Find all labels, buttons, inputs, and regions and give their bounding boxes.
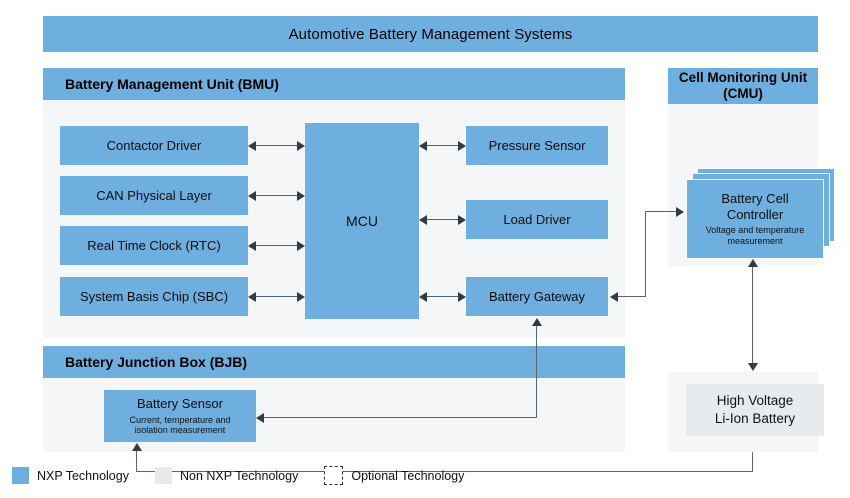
- block-mcu[interactable]: MCU: [305, 123, 419, 319]
- legend-solid-blue-swatch-icon: [12, 467, 29, 484]
- bjb-title-bar: Battery Junction Box (BJB): [43, 346, 625, 378]
- connector-can-mcu-arrow-left: [248, 190, 256, 201]
- connector-cmu-battery-arrow-up: [747, 259, 758, 267]
- connector-gateway-bcc-top-line: [645, 211, 678, 212]
- block-pressure-sensor-label: Pressure Sensor: [488, 137, 586, 153]
- block-load-driver[interactable]: Load Driver: [466, 200, 608, 239]
- legend-item-optional: Optional Technology: [324, 466, 464, 485]
- connector-sbc-mcu-line: [256, 296, 298, 297]
- block-system-basis-chip-label: System Basis Chip (SBC): [79, 288, 229, 304]
- legend-item-optional-label: Optional Technology: [351, 468, 465, 483]
- connector-mcu-gateway-arrow-left: [419, 291, 427, 302]
- legend-dashed-outline-swatch-icon: [324, 466, 344, 485]
- block-contactor-driver[interactable]: Contactor Driver: [60, 126, 248, 165]
- legend-item-non-nxp-label: Non NXP Technology: [179, 468, 299, 483]
- block-mcu-label: MCU: [346, 212, 378, 229]
- cmu-title-line2: (CMU): [723, 86, 763, 101]
- block-real-time-clock-label: Real Time Clock (RTC): [87, 237, 221, 253]
- connector-sensor-gateway-arrow-up: [531, 318, 542, 326]
- battery-sensor-sub-line2: isolation measurement: [134, 425, 226, 436]
- block-can-physical-layer-label: CAN Physical Layer: [96, 187, 212, 203]
- bjb-title: Battery Junction Box (BJB): [65, 354, 248, 370]
- battery-sensor-sub-line1: Current, temperature and: [129, 414, 231, 425]
- hv-battery-label-line1: High Voltage: [716, 392, 794, 408]
- connector-rtc-mcu-arrow-right: [297, 240, 305, 251]
- connector-sbc-mcu-arrow-right: [297, 291, 305, 302]
- block-battery-cell-controller[interactable]: Battery Cell Controller Voltage and temp…: [686, 179, 824, 259]
- diagram-title: Automotive Battery Management Systems: [288, 25, 573, 43]
- connector-mcu-pressure-arrow-right: [458, 140, 466, 151]
- connector-battery-sensor-vertical-left: [136, 450, 137, 472]
- connector-can-mcu-line: [256, 195, 298, 196]
- battery-cell-controller-sub-line1: Voltage and temperature: [705, 225, 805, 236]
- battery-cell-controller-sub-line2: measurement: [727, 236, 783, 247]
- diagram-title-bar: Automotive Battery Management Systems: [43, 16, 818, 52]
- connector-mcu-load-line: [427, 219, 459, 220]
- connector-sensor-gateway-arrow-left: [256, 412, 264, 423]
- connector-rtc-mcu-line: [256, 245, 298, 246]
- legend-item-nxp-label: NXP Technology: [37, 468, 129, 483]
- connector-mcu-load-arrow-right: [458, 214, 466, 225]
- battery-sensor-label: Battery Sensor: [137, 395, 223, 411]
- cmu-title-line1: Cell Monitoring Unit: [678, 70, 808, 86]
- connector-battery-sensor-vertical-right: [752, 452, 753, 472]
- block-battery-sensor[interactable]: Battery Sensor Current, temperature and …: [104, 390, 256, 442]
- block-load-driver-label: Load Driver: [503, 211, 571, 227]
- battery-cell-controller-label-line2: Controller: [726, 206, 784, 222]
- connector-battery-sensor-bottom-line: [136, 471, 753, 472]
- legend-item-nxp: NXP Technology: [12, 467, 129, 484]
- block-can-physical-layer[interactable]: CAN Physical Layer: [60, 176, 248, 215]
- connector-sensor-gateway-horizontal-line: [264, 417, 537, 418]
- battery-cell-controller-label-line1: Battery Cell: [721, 191, 789, 207]
- connector-battery-sensor-arrow-up: [131, 443, 142, 451]
- block-real-time-clock[interactable]: Real Time Clock (RTC): [60, 226, 248, 265]
- legend-item-non-nxp: Non NXP Technology: [154, 467, 299, 484]
- connector-mcu-gateway-line: [427, 296, 459, 297]
- cmu-title-bar: Cell Monitoring Unit (CMU): [668, 68, 818, 104]
- connector-rtc-mcu-arrow-left: [248, 240, 256, 251]
- cmu-title-text: Cell Monitoring Unit (CMU): [668, 70, 818, 102]
- connector-mcu-pressure-arrow-left: [419, 140, 427, 151]
- bmu-title: Battery Management Unit (BMU): [65, 76, 279, 92]
- connector-gateway-bcc-bottom-line: [618, 296, 646, 297]
- connector-cmu-battery-arrow-down: [747, 363, 758, 371]
- connector-sbc-mcu-arrow-left: [248, 291, 256, 302]
- connector-cmu-battery-line: [752, 266, 753, 364]
- legend-solid-grey-swatch-icon: [154, 467, 172, 484]
- connector-contactor-mcu-arrow-left: [248, 140, 256, 151]
- block-battery-gateway-label: Battery Gateway: [488, 288, 586, 304]
- connector-gateway-bcc-arrow-left: [610, 291, 618, 302]
- legend: NXP Technology Non NXP Technology Option…: [12, 466, 464, 485]
- block-system-basis-chip[interactable]: System Basis Chip (SBC): [60, 277, 248, 316]
- hv-battery-label-line2: Li-Ion Battery: [714, 411, 796, 426]
- connector-mcu-load-arrow-left: [419, 214, 427, 225]
- block-battery-gateway[interactable]: Battery Gateway: [466, 277, 608, 316]
- block-high-voltage-battery[interactable]: High Voltage Li-Ion Battery: [686, 384, 824, 436]
- connector-mcu-pressure-line: [427, 145, 459, 146]
- connector-sensor-gateway-vertical-line: [536, 325, 537, 418]
- connector-contactor-mcu-line: [256, 145, 298, 146]
- connector-gateway-bcc-arrow-right: [676, 206, 684, 217]
- bmu-title-bar: Battery Management Unit (BMU): [43, 68, 625, 100]
- connector-mcu-gateway-arrow-right: [458, 291, 466, 302]
- connector-can-mcu-arrow-right: [297, 190, 305, 201]
- block-contactor-driver-label: Contactor Driver: [106, 137, 202, 153]
- connector-contactor-mcu-arrow-right: [297, 140, 305, 151]
- connector-gateway-bcc-vertical-line: [645, 211, 646, 296]
- block-pressure-sensor[interactable]: Pressure Sensor: [466, 126, 608, 165]
